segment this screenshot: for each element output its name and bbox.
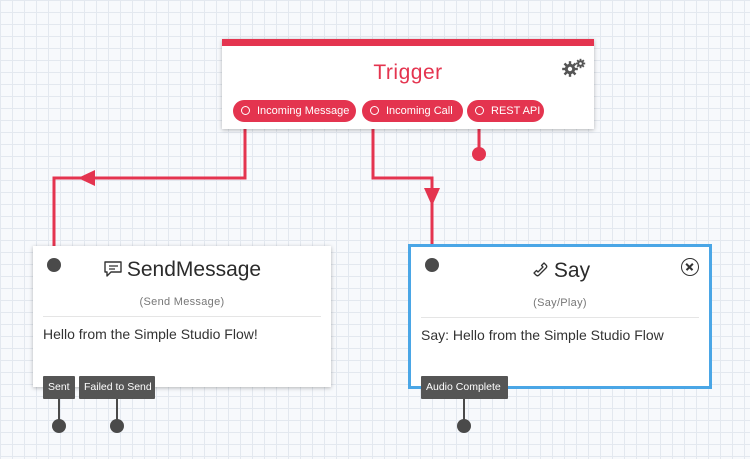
output-incoming-call[interactable]: Incoming Call xyxy=(362,100,463,122)
sendmessage-subtitle: (Send Message) xyxy=(139,296,225,308)
gears-icon[interactable] xyxy=(562,58,586,78)
audio-complete-output-handle[interactable] xyxy=(457,419,471,433)
say-input-handle[interactable] xyxy=(425,258,439,272)
connector-arrow-down xyxy=(424,188,440,206)
sendmessage-header: SendMessage xyxy=(33,258,331,282)
sendmessage-input-handle[interactable] xyxy=(47,258,61,272)
sendmessage-title: SendMessage xyxy=(126,258,262,281)
output-ring-icon xyxy=(370,106,379,115)
say-widget[interactable]: Say (Say/Play) Say: Hello from the Simpl… xyxy=(408,244,712,389)
output-failed-to-send[interactable]: Failed to Send xyxy=(79,376,155,399)
close-circle-icon[interactable] xyxy=(681,258,699,276)
connector-incoming-call-to-say[interactable] xyxy=(371,115,434,244)
output-incoming-message-label: Incoming Message xyxy=(257,105,350,117)
trigger-title: Trigger xyxy=(373,61,443,84)
say-header: Say xyxy=(411,259,709,283)
connector-arrow-left xyxy=(78,170,95,186)
failed-output-handle[interactable] xyxy=(110,419,124,433)
output-incoming-message[interactable]: Incoming Message xyxy=(233,100,356,122)
sendmessage-widget[interactable]: SendMessage (Send Message) Hello from th… xyxy=(33,246,331,387)
sent-output-handle[interactable] xyxy=(52,419,66,433)
say-body: Say: Hello from the Simple Studio Flow xyxy=(421,327,664,343)
trigger-widget[interactable]: Trigger Incoming Message Incoming Call R… xyxy=(222,39,594,129)
output-sent[interactable]: Sent xyxy=(43,376,75,399)
say-title: Say xyxy=(553,259,591,282)
rest-api-output-handle[interactable] xyxy=(472,147,486,161)
divider xyxy=(421,317,699,318)
phone-icon xyxy=(533,262,548,277)
connector-incoming-message-to-sendmessage[interactable] xyxy=(52,115,247,258)
output-ring-icon xyxy=(241,106,250,115)
output-incoming-call-label: Incoming Call xyxy=(386,105,453,117)
chat-bubble-icon xyxy=(104,261,122,277)
output-rest-api-label: REST API xyxy=(491,105,541,117)
sendmessage-body: Hello from the Simple Studio Flow! xyxy=(43,326,258,342)
output-ring-icon xyxy=(475,106,484,115)
output-rest-api[interactable]: REST API xyxy=(467,100,544,122)
output-audio-complete[interactable]: Audio Complete xyxy=(421,376,508,399)
say-subtitle: (Say/Play) xyxy=(533,297,587,309)
divider xyxy=(43,316,321,317)
